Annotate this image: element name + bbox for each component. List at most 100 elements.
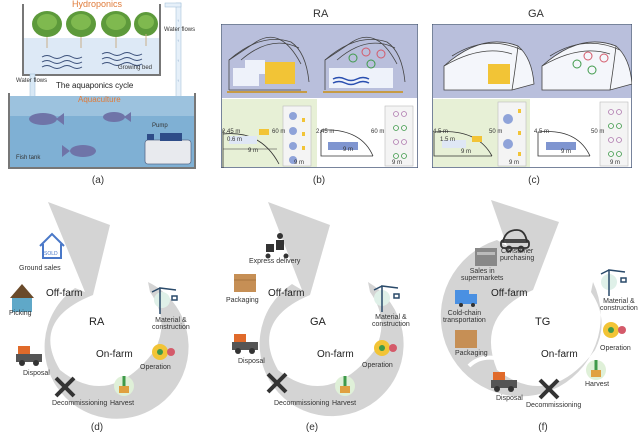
stage-harvest: Harvest xyxy=(332,400,357,407)
stage-picking: Picking xyxy=(9,310,32,317)
harvest-plant-icon xyxy=(335,376,355,396)
aquaculture-label: Aquaculture xyxy=(78,95,121,104)
off-farm-label: Off-farm xyxy=(491,288,528,299)
on-farm-label: On-farm xyxy=(541,349,578,360)
svg-text:SOLD: SOLD xyxy=(44,251,58,257)
ga-right-length: 50 m xyxy=(591,129,605,135)
ra-cycle-arrow: SOLD xyxy=(3,202,189,419)
cycle-center-ga: GA xyxy=(310,316,326,328)
fish-icons xyxy=(29,112,131,157)
operation-gear-icon xyxy=(603,322,626,338)
stage-ground-sales: Ground sales xyxy=(19,265,61,272)
stage-harvest: Harvest xyxy=(585,381,610,388)
operation-gear-icon xyxy=(152,344,175,360)
aquaponics-diagram: ↑↑↑ ↑↑↑ xyxy=(8,2,196,169)
sold-house-icon: SOLD xyxy=(39,232,65,259)
water-flows-right-label: Water flows xyxy=(164,27,196,33)
cycle-center-ra: RA xyxy=(89,316,105,328)
crane-icon xyxy=(151,287,178,314)
stage-operation: Operation xyxy=(600,345,631,352)
stage-consumer-purchasing: Consumer purchasing xyxy=(500,248,535,262)
tools-icon xyxy=(266,372,288,394)
picking-shop-icon xyxy=(10,284,34,312)
off-farm-label: Off-farm xyxy=(268,288,305,299)
svg-text:↑: ↑ xyxy=(177,18,179,23)
stage-disposal: Disposal xyxy=(496,395,523,402)
stage-packaging: Packaging xyxy=(455,350,488,357)
caption-c: (c) xyxy=(528,175,540,186)
stage-cold-chain-transportation: Cold-chain transportation xyxy=(443,310,486,324)
supermarket-icon xyxy=(475,248,497,266)
pump-icon xyxy=(144,133,192,165)
ga-cycle-arrow xyxy=(221,202,404,417)
ga-right-width: 9 m xyxy=(561,149,572,155)
tools-icon xyxy=(54,376,76,398)
hydroponics-label: Hydroponics xyxy=(72,0,123,9)
stage-material-construction: Material & construction xyxy=(152,317,190,331)
caption-b: (b) xyxy=(312,175,326,186)
svg-text:↑: ↑ xyxy=(177,78,179,83)
disposal-truck-icon xyxy=(16,346,42,366)
ra-left-height: 2.45 m xyxy=(222,129,241,135)
ga-left-plan-width: 9 m xyxy=(509,160,520,166)
ga-right-height: 4.5 m xyxy=(534,129,550,135)
panel-b-title: RA xyxy=(313,8,329,20)
caption-a: (a) xyxy=(91,175,105,186)
on-farm-label: On-farm xyxy=(317,349,354,360)
crane-icon xyxy=(600,269,627,296)
water-waves xyxy=(41,52,143,69)
lettuce-plants xyxy=(32,11,158,48)
tg-cycle-arrow xyxy=(440,200,627,400)
caption-e: (e) xyxy=(305,422,319,433)
caption-d: (d) xyxy=(90,422,104,433)
stage-decommissioning: Decommissioning xyxy=(526,402,582,409)
panel-c-title: GA xyxy=(528,8,544,20)
ga-left-height: 4.5 m xyxy=(433,129,449,135)
ga-left-shelf: 1.5 m xyxy=(440,137,456,143)
stage-decommissioning: Decommissioning xyxy=(274,400,330,407)
stage-operation: Operation xyxy=(362,362,393,369)
ra-left-plan-width: 9 m xyxy=(294,160,305,166)
stage-express-delivery: Express delivery xyxy=(249,258,301,265)
stage-material-construction: Material & construction xyxy=(372,314,410,328)
growing-bed-label: Growing bed xyxy=(118,65,153,71)
operation-gear-icon xyxy=(374,340,397,356)
stage-sales-in-supermarkets: Sales in supermarkets xyxy=(461,268,504,282)
delivery-scooter-icon xyxy=(265,233,289,259)
ra-right-length: 60 m xyxy=(371,129,385,135)
cycle-title: The aquaponics cycle xyxy=(56,81,134,90)
stage-disposal: Disposal xyxy=(238,358,265,365)
stage-disposal: Disposal xyxy=(23,370,50,377)
ra-right-width: 9 m xyxy=(343,147,354,153)
ga-greenhouse-diagram xyxy=(432,24,632,168)
package-box-icon xyxy=(234,274,256,292)
stage-operation: Operation xyxy=(140,364,171,371)
off-farm-label: Off-farm xyxy=(46,288,83,299)
ga-left-width: 9 m xyxy=(461,149,472,155)
ra-left-width: 9 m xyxy=(248,148,259,154)
disposal-truck-icon xyxy=(491,372,517,392)
cycle-center-tg: TG xyxy=(535,316,551,328)
on-farm-label: On-farm xyxy=(96,349,133,360)
package-box-icon xyxy=(455,330,477,348)
disposal-truck-icon xyxy=(232,334,258,354)
stage-packaging: Packaging xyxy=(226,297,259,304)
tools-icon xyxy=(538,378,560,400)
pump-label: Pump xyxy=(152,123,168,129)
crane-icon xyxy=(373,285,400,312)
ra-left-shelf: 0.6 m xyxy=(227,137,243,143)
ra-right-plan-width: 9 m xyxy=(392,160,403,166)
caption-f: (f) xyxy=(538,422,548,433)
harvest-plant-icon xyxy=(586,360,606,380)
ga-right-plan-width: 9 m xyxy=(610,160,621,166)
fish-tank-label: Fish tank xyxy=(16,155,41,161)
car-icon xyxy=(500,229,530,253)
ra-left-length: 60 m xyxy=(272,129,286,135)
water-flows-left-label: Water flows xyxy=(16,78,48,84)
harvest-plant-icon xyxy=(114,376,134,396)
stage-decommissioning: Decommissioning xyxy=(52,400,108,407)
stage-harvest: Harvest xyxy=(110,400,135,407)
cold-chain-truck-icon xyxy=(455,290,477,307)
stage-material-construction: Material & construction xyxy=(600,298,638,312)
ga-left-length: 50 m xyxy=(489,129,503,135)
